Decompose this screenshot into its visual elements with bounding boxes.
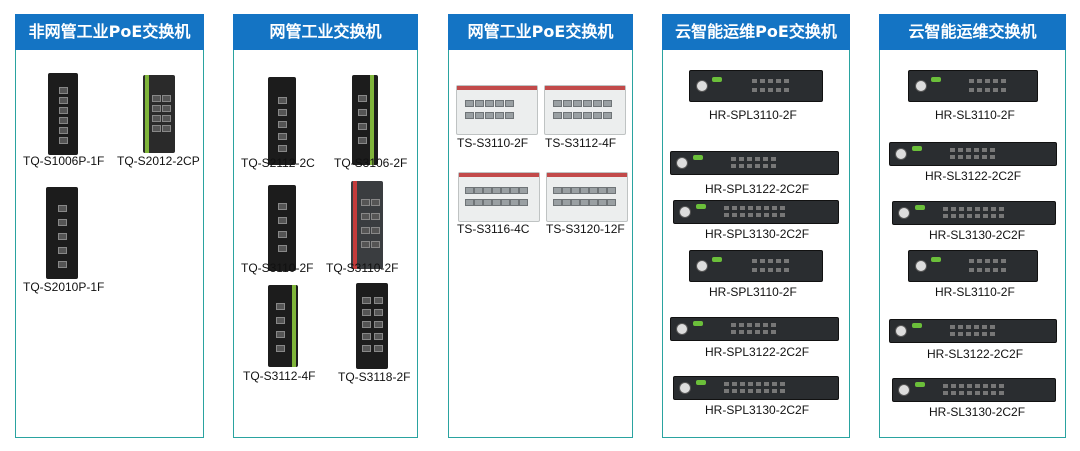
column-title: 网管工业PoE交换机 [448,14,633,50]
column-managed-industrial: 网管工业交换机 TQ-S2112-2C TQ-S3106-2F TQ-S3110… [233,14,418,438]
product-label: HR-SL3130-2C2F [929,405,1026,419]
product-image [143,75,175,153]
product-image [268,185,296,271]
product-label: HR-SL3122-2C2F [925,169,1022,183]
product-label: HR-SL3130-2C2F [929,228,1026,242]
product-image [268,285,298,367]
product-image [889,142,1057,166]
product-image [673,200,839,224]
product-label: TS-S3116-4C [457,222,530,236]
product-image [689,250,823,282]
product-image [892,201,1056,225]
product-image [46,187,78,279]
column-managed-poe: 网管工业PoE交换机 TS-S3110-2F TS-S3112-4F TS-S3… [448,14,633,438]
column-title: 云智能运维交换机 [879,14,1066,50]
product-image [673,376,839,400]
product-label: TS-S3112-4F [545,136,617,150]
product-image [456,85,538,135]
product-label: HR-SPL3130-2C2F [705,227,810,241]
product-label: HR-SPL3122-2C2F [705,182,810,196]
column-cloud-poe: 云智能运维PoE交换机 HR-SPL3110-2F HR-SPL3122-2C2… [662,14,850,438]
column-title: 云智能运维PoE交换机 [662,14,850,50]
product-image [268,77,296,165]
product-label: TQ-S3118-2F [338,370,411,384]
product-image [689,70,823,102]
product-label: TQ-S2012-2CP [117,154,200,168]
column-title: 网管工业交换机 [233,14,418,50]
column-cloud-switch: 云智能运维交换机 HR-SL3110-2F HR-SL3122-2C2F HR-… [879,14,1066,438]
product-label: HR-SL3110-2F [935,108,1015,122]
product-image [544,85,626,135]
product-label: HR-SPL3110-2F [709,108,797,122]
product-image [670,151,839,175]
product-label: TQ-S3112-4F [243,369,316,383]
product-label: HR-SL3110-2F [935,285,1015,299]
product-image [892,378,1056,402]
product-label: HR-SPL3130-2C2F [705,403,810,417]
product-label: TQ-S3110-2F [326,261,399,275]
product-image [889,319,1057,343]
product-image [458,172,540,222]
product-label: HR-SPL3110-2F [709,285,797,299]
product-label: TQ-S1006P-1F [23,154,105,168]
product-image [356,283,388,369]
product-image [908,250,1038,282]
product-image [351,181,383,269]
product-label: TS-S3110-2F [457,136,529,150]
product-label: TQ-S2112-2C [241,156,315,170]
product-image [352,75,378,165]
product-label: TQ-S3110-2F [241,261,314,275]
product-label: HR-SPL3122-2C2F [705,345,810,359]
column-unmanaged-poe: 非网管工业PoE交换机 TQ-S1006P-1F TQ-S2012-2CP TQ… [15,14,204,438]
product-label: TQ-S3106-2F [334,156,408,170]
product-label: TS-S3120-12F [546,222,625,236]
column-title: 非网管工业PoE交换机 [15,14,204,50]
product-label: TQ-S2010P-1F [23,280,105,294]
product-image [670,317,839,341]
product-image [908,70,1038,102]
product-image [48,73,78,155]
product-label: HR-SL3122-2C2F [927,347,1024,361]
product-image [546,172,628,222]
